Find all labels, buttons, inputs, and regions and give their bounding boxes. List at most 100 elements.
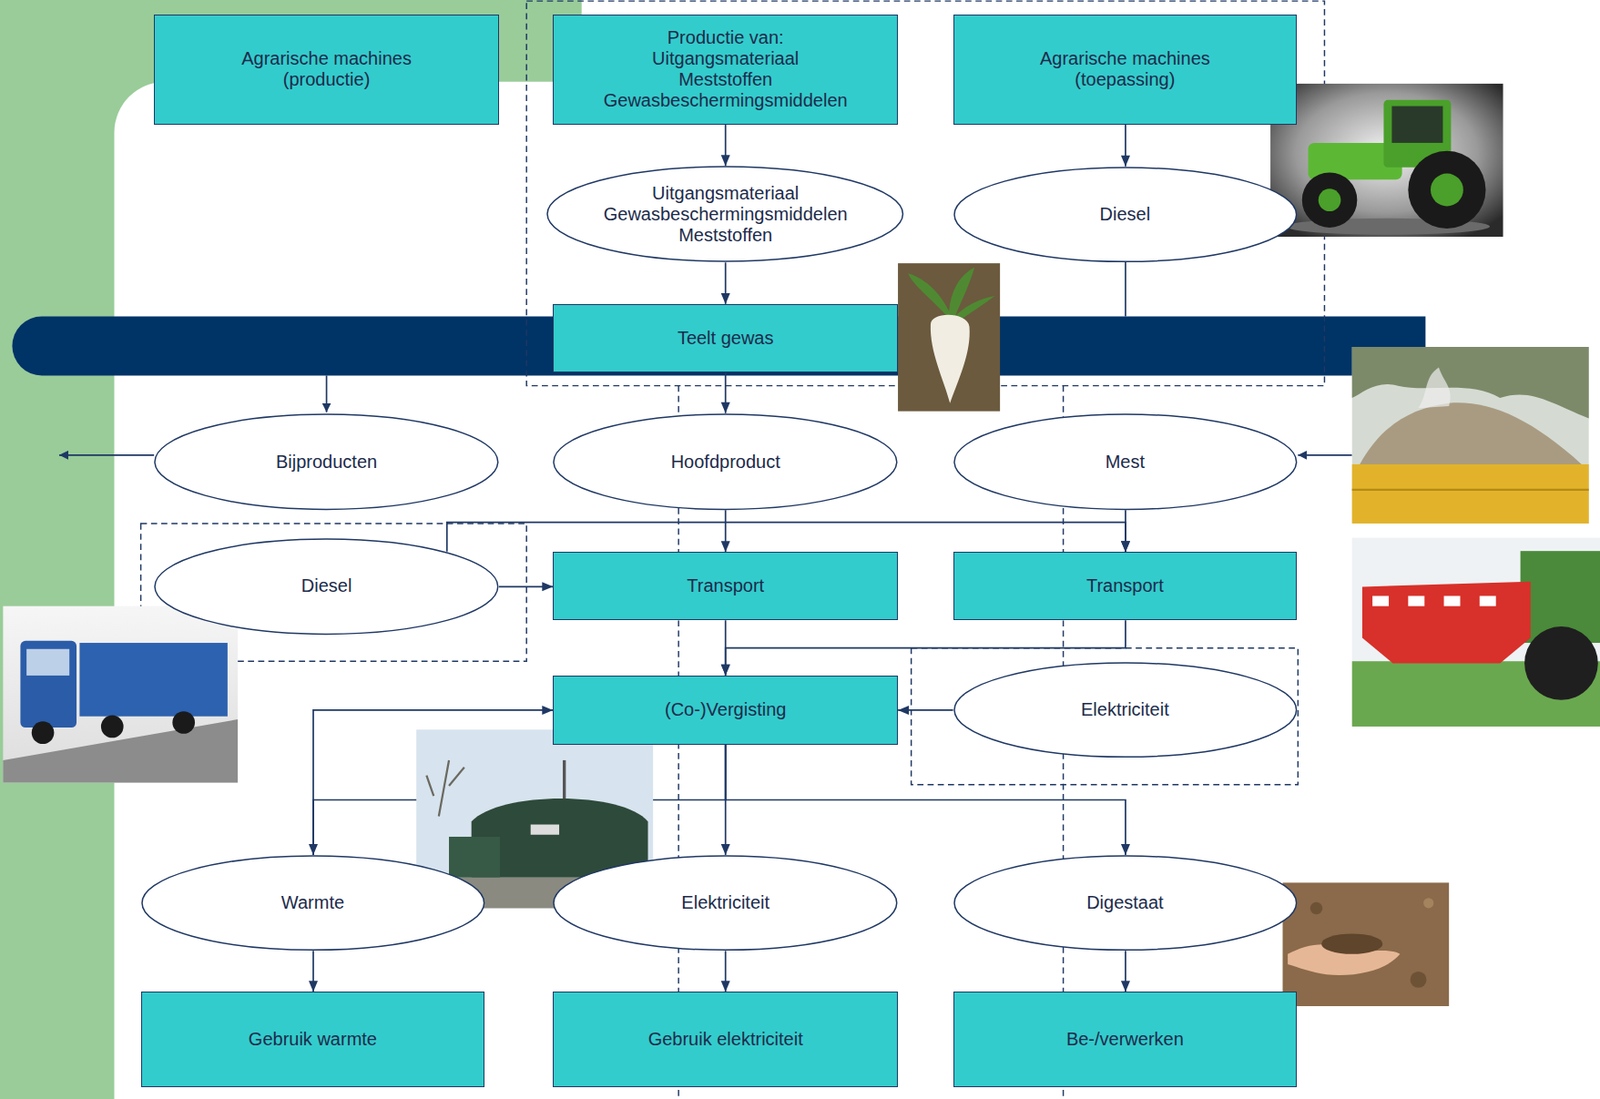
ellipse-shape — [954, 167, 1297, 262]
arrow-head — [897, 705, 909, 715]
node-text: Uitgangsmateriaal — [652, 48, 799, 70]
truck-photo — [2, 606, 238, 784]
flow-ellipse: Elektriciteit — [552, 855, 898, 951]
ellipse-shape — [547, 166, 903, 262]
arrow-head — [541, 705, 553, 715]
node-text: Transport — [1086, 575, 1164, 597]
node-text: Hoofdproduct — [671, 451, 781, 473]
node-body: Teelt gewas — [553, 305, 897, 372]
node-body: Transport — [954, 552, 1297, 620]
truck-wheel — [31, 721, 55, 744]
stripe — [1444, 595, 1461, 606]
arrow-head — [541, 581, 553, 592]
truck-cab — [20, 641, 77, 728]
node-text: Mest — [1105, 451, 1145, 473]
node-body: (Co-)Vergisting — [553, 676, 897, 744]
flow-connector — [725, 744, 1131, 856]
node-text: Elektriciteit — [1080, 699, 1170, 721]
process-box: Productie van:UitgangsmateriaalMeststoff… — [552, 14, 898, 125]
flow-ellipse: Bijproducten — [153, 413, 500, 510]
node-text: Agrarische machines (productie) — [214, 48, 439, 91]
flow-line — [1124, 262, 1127, 316]
flow-ellipse: Mest — [953, 413, 1298, 510]
flow-connector — [447, 522, 1131, 552]
flow-ellipse: Diesel — [953, 166, 1298, 263]
flow-arrow — [1297, 454, 1352, 457]
connector-line — [447, 522, 1126, 552]
process-box: Agrarische machines (toepassing) — [953, 14, 1298, 125]
process-box: Gebruik warmte — [141, 991, 486, 1088]
photo-ground — [1352, 538, 1600, 727]
ellipse-shape — [154, 414, 499, 510]
node-text: Transport — [686, 575, 765, 597]
tractor-window — [1391, 106, 1443, 143]
spreader-photo — [1352, 538, 1600, 727]
trailer-edge — [1352, 489, 1590, 491]
process-box: Transport — [953, 551, 1298, 621]
arrow-head — [1121, 540, 1131, 552]
soil-photo — [1283, 882, 1450, 1007]
arrow-head — [721, 980, 731, 992]
node-body: Diesel — [153, 538, 500, 635]
process-box: Be-/verwerken — [953, 991, 1298, 1088]
stripe — [1407, 595, 1425, 606]
truck-wheel — [172, 711, 195, 734]
beet-leaves — [907, 267, 995, 324]
arrow-head — [1121, 980, 1131, 992]
soil-clod — [1410, 971, 1427, 989]
node-text: Diesel — [301, 575, 353, 597]
arrow-head — [721, 154, 731, 166]
node-text: Meststoffen — [678, 224, 773, 246]
beet-root — [930, 315, 970, 404]
stripe — [1372, 595, 1389, 606]
flow-connector — [1121, 950, 1131, 992]
tractor-wheel — [1302, 172, 1358, 228]
node-text: Gewasbeschermingsmiddelen — [603, 203, 848, 225]
node-body: Mest — [953, 413, 1298, 510]
photo-ground — [1270, 83, 1503, 237]
photo-ground — [1283, 882, 1450, 1007]
flow-connector — [1121, 124, 1131, 167]
flow-connector — [721, 509, 731, 552]
node-body: Be-/verwerken — [954, 992, 1297, 1087]
flow-connector — [721, 950, 731, 992]
node-body: Digestaat — [953, 855, 1298, 951]
arrow-head — [1121, 155, 1131, 167]
node-text: Diesel — [1100, 203, 1152, 225]
container — [448, 836, 500, 878]
flow-connector — [721, 372, 731, 414]
node-text: Gebruik warmte — [248, 1029, 378, 1050]
node-body: Productie van:UitgangsmateriaalMeststoff… — [553, 15, 897, 124]
manure-heap — [1356, 402, 1582, 469]
flow-connector — [897, 705, 954, 715]
trailer — [1352, 464, 1590, 524]
node-text: Gewasbeschermingsmiddelen — [603, 90, 848, 112]
node-body: Hoofdproduct — [552, 413, 898, 510]
flow-ellipse: Diesel — [153, 538, 500, 635]
node-body: UitgangsmateriaalGewasbeschermingsmiddel… — [546, 165, 904, 263]
photo-ground — [1352, 346, 1590, 524]
flow-connector — [721, 262, 731, 305]
flow-arrow — [326, 375, 328, 412]
arrow-head — [721, 664, 731, 676]
flow-arrow — [59, 454, 154, 457]
ellipse-shape — [553, 414, 897, 510]
flow-ellipse: Elektriciteit — [953, 662, 1298, 758]
tractor-rim — [1430, 173, 1464, 207]
node-text: Elektriciteit — [681, 892, 770, 914]
soil-clod — [1423, 897, 1434, 908]
node-body: Gebruik warmte — [142, 992, 485, 1087]
tractor-rim — [1318, 188, 1342, 212]
node-body: Elektriciteit — [552, 855, 898, 951]
system-boundaries — [141, 0, 1325, 1099]
process-box: Teelt gewas — [552, 304, 898, 373]
manure-photo — [1352, 346, 1590, 524]
spreader-hopper — [1362, 581, 1531, 664]
flow-connector — [308, 950, 318, 992]
flow-ellipse: Warmte — [141, 855, 486, 951]
process-box: Gebruik elektriciteit — [552, 991, 898, 1088]
connector-line — [725, 744, 1126, 856]
node-text: (Co-)Vergisting — [664, 699, 786, 721]
